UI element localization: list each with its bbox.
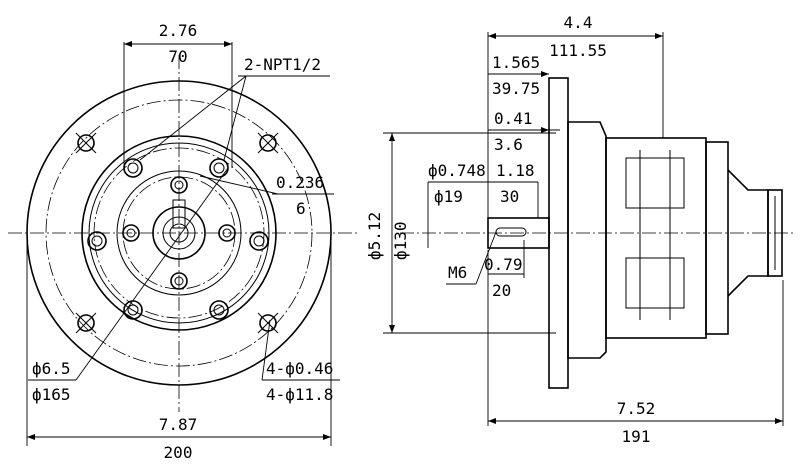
hub-inner-circle — [162, 216, 196, 250]
side-keyway — [495, 227, 527, 237]
length-mm: 111.55 — [549, 41, 607, 60]
step-in: 0.41 — [494, 109, 533, 128]
bore-dim-in: ф6.5 — [32, 359, 71, 378]
pilot-in: ф5.12 — [365, 212, 384, 260]
thread-in: 0.79 — [484, 255, 523, 274]
side-cap-end — [767, 189, 783, 277]
side-housing — [567, 121, 607, 359]
inner-face-circle — [116, 170, 242, 296]
mounting-hole — [77, 134, 95, 152]
mounting-hole — [259, 134, 277, 152]
housing-circle — [81, 135, 277, 331]
right-dim-in: 0.236 — [276, 173, 324, 192]
cap-screws — [87, 158, 269, 320]
holes-dim-in: 4-ф0.46 — [266, 359, 333, 378]
bore-dim-mm: ф165 — [32, 385, 71, 404]
side-end-cover — [705, 141, 729, 335]
key-slot — [172, 199, 186, 229]
shaft-circle — [169, 223, 189, 243]
flange-mm: 39.75 — [492, 79, 540, 98]
overall-side-in: 7.52 — [617, 399, 656, 418]
bolt-circle — [45, 99, 313, 367]
ports-label: 2-NPT1/2 — [244, 55, 321, 74]
side-view: 4.4 111.55 1.565 39.75 0.41 3.6 ф0.748 ф… — [365, 13, 795, 446]
side-port-bottom — [625, 257, 685, 309]
right-dim-mm: 6 — [296, 199, 306, 218]
mounting-holes — [75, 132, 279, 334]
overall-front-in: 7.87 — [159, 415, 198, 434]
side-port-top — [625, 157, 685, 209]
side-shaft — [487, 217, 550, 249]
flange-in: 1.565 — [492, 53, 540, 72]
thread-mm: 20 — [492, 281, 511, 300]
step-mm: 3.6 — [494, 135, 523, 154]
length-in: 4.4 — [564, 13, 593, 32]
hub-circle — [152, 206, 206, 260]
shaft-len-mm: 30 — [500, 187, 519, 206]
overall-front-mm: 200 — [164, 443, 193, 462]
thread-label: M6 — [448, 263, 467, 282]
outer-flange-circle — [26, 80, 332, 386]
shaft-dia-in: ф0.748 — [428, 161, 486, 180]
housing-inner-circle — [88, 142, 270, 324]
top-width-in: 2.76 — [159, 21, 198, 40]
mounting-hole — [259, 314, 277, 332]
holes-dim-mm: 4-ф11.8 — [266, 385, 333, 404]
top-width-mm: 70 — [168, 47, 187, 66]
shaft-len-in: 1.18 — [496, 161, 535, 180]
overall-side-mm: 191 — [622, 427, 651, 446]
front-view: 2.76 70 2-NPT1/2 0.236 6 ф6.5 ф165 4-ф0.… — [8, 21, 360, 462]
mounting-hole — [77, 314, 95, 332]
pilot-mm: ф130 — [391, 221, 410, 260]
shaft-dia-mm: ф19 — [434, 187, 463, 206]
